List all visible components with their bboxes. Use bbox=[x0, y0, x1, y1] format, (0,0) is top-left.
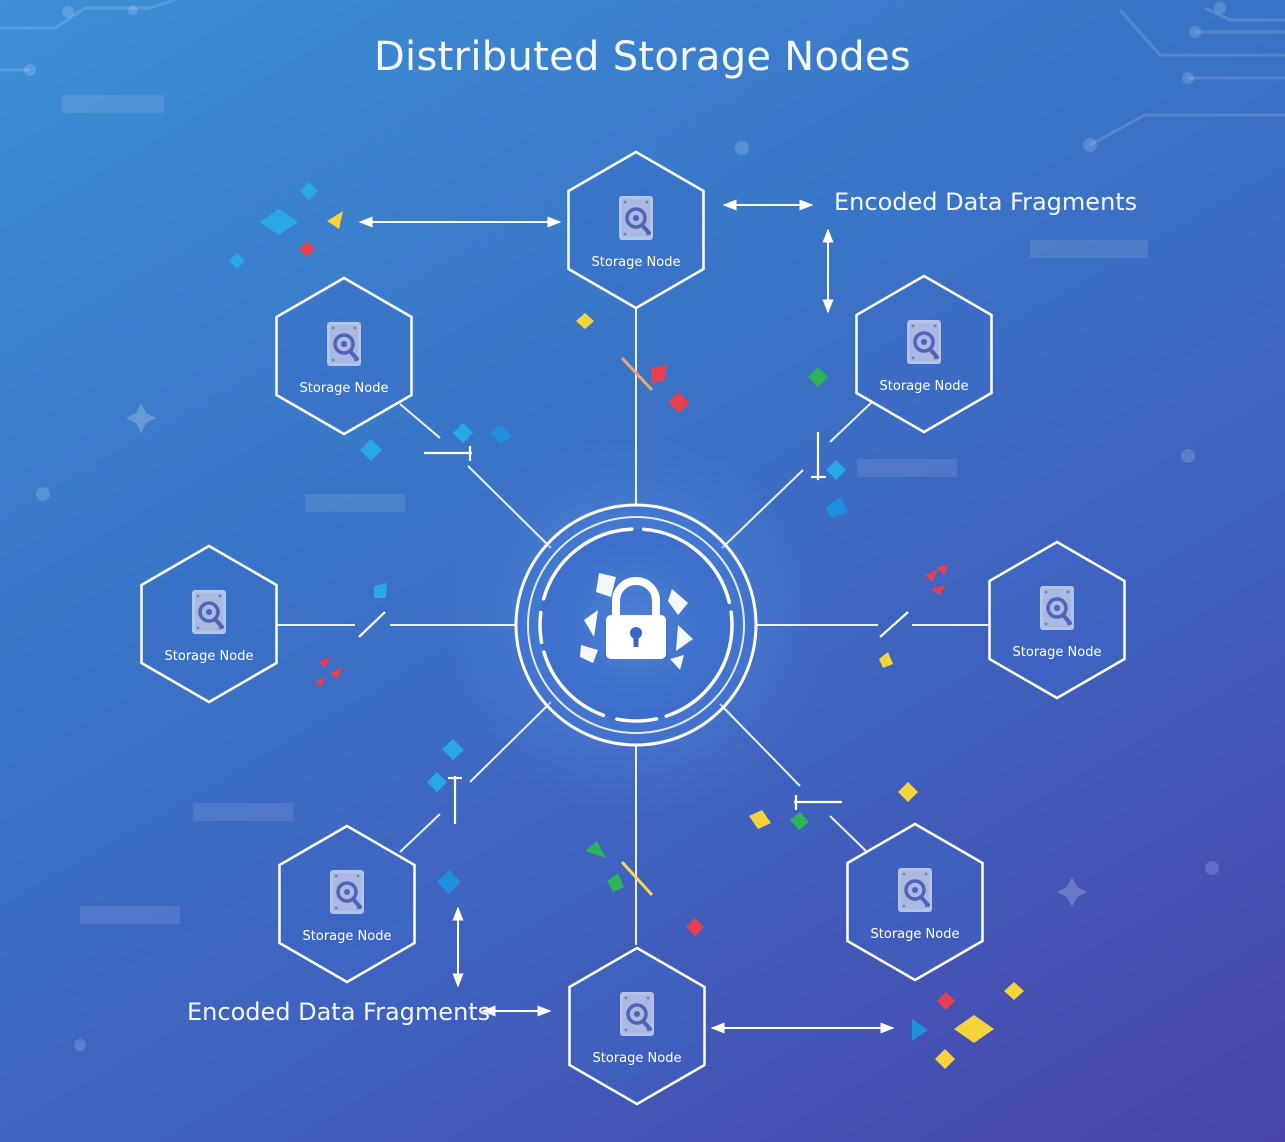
connector-lr-b bbox=[719, 703, 801, 787]
connector-lr-a bbox=[829, 815, 868, 853]
connector-ll-b bbox=[469, 701, 552, 783]
hard-drive-search-icon bbox=[617, 194, 655, 242]
node-label: Storage Node bbox=[300, 381, 389, 396]
connector-ul-b bbox=[467, 465, 552, 549]
fragment-arrows bbox=[358, 199, 895, 1034]
connector-lines bbox=[276, 308, 988, 945]
node-label: Storage Node bbox=[592, 255, 681, 270]
storage-node-top: Storage Node bbox=[567, 150, 705, 310]
node-label: Storage Node bbox=[165, 649, 254, 664]
node-label: Storage Node bbox=[871, 927, 960, 942]
storage-node-lower-left: Storage Node bbox=[278, 824, 416, 984]
connector-ur-a bbox=[829, 401, 873, 443]
connector-ul-a bbox=[399, 403, 441, 439]
page-title: Distributed Storage Nodes bbox=[373, 34, 912, 80]
storage-node-lower-right: Storage Node bbox=[846, 822, 984, 982]
node-label: Storage Node bbox=[303, 929, 392, 944]
storage-node-upper-right: Storage Node bbox=[855, 274, 993, 434]
connector-ur-b bbox=[721, 469, 804, 549]
storage-node-left: Storage Node bbox=[140, 544, 278, 704]
encryption-hub bbox=[514, 503, 758, 747]
hard-drive-search-icon bbox=[328, 868, 366, 916]
hard-drive-search-icon bbox=[905, 318, 943, 366]
sparkles bbox=[126, 403, 1087, 907]
background-decor bbox=[62, 95, 1148, 924]
hard-drive-search-icon bbox=[190, 588, 228, 636]
node-label: Storage Node bbox=[593, 1051, 682, 1066]
circuit-dots bbox=[24, 2, 1226, 1051]
connector-ll-a bbox=[399, 813, 441, 853]
storage-node-bottom: Storage Node bbox=[568, 946, 706, 1106]
break-marks bbox=[358, 432, 909, 824]
node-label: Storage Node bbox=[880, 379, 969, 394]
node-label: Storage Node bbox=[1013, 645, 1102, 660]
hard-drive-search-icon bbox=[1038, 584, 1076, 632]
hard-drive-search-icon bbox=[325, 320, 363, 368]
fragment-label-top-right: Encoded Data Fragments bbox=[834, 188, 1138, 216]
storage-node-upper-left: Storage Node bbox=[275, 276, 413, 436]
storage-node-right: Storage Node bbox=[988, 540, 1126, 700]
hard-drive-search-icon bbox=[896, 866, 934, 914]
fragment-label-bottom-left: Encoded Data Fragments bbox=[187, 998, 491, 1026]
slash-marks bbox=[620, 356, 654, 897]
padlock-icon bbox=[580, 573, 693, 670]
data-fragments bbox=[229, 182, 1024, 1069]
circuit-traces bbox=[0, 0, 1285, 147]
hard-drive-search-icon bbox=[618, 990, 656, 1038]
